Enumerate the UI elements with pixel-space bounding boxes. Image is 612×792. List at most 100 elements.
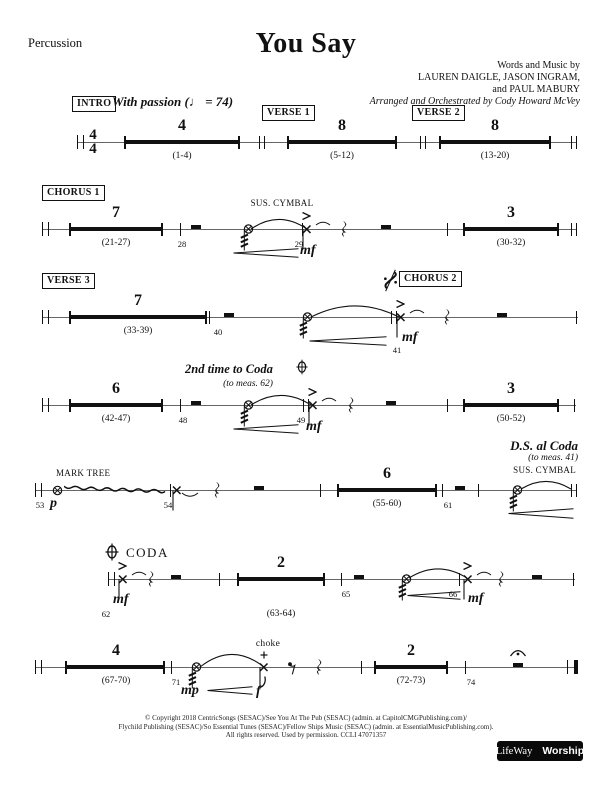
half-rest <box>532 574 542 579</box>
slur <box>250 394 312 406</box>
quarter-rest-icon <box>148 571 157 588</box>
crescendo-hairpin <box>508 508 574 519</box>
section-barline <box>391 310 397 324</box>
choke-label: choke <box>255 639 281 649</box>
copyright-line: Flychild Publishing (SESAC)/So Essential… <box>118 722 494 731</box>
barline <box>361 660 363 674</box>
gliss-wavy-line <box>64 485 166 495</box>
multirest-range: (63-64) <box>266 609 296 619</box>
quarter-rest-icon <box>341 221 350 238</box>
rehearsal-intro: INTRO <box>72 96 117 112</box>
half-rest <box>224 312 234 317</box>
multirest-range: (55-60) <box>372 499 402 509</box>
quarter-rest-icon <box>316 659 325 676</box>
half-rest <box>254 485 264 490</box>
section-barline <box>571 222 577 236</box>
slur <box>310 305 400 318</box>
barline <box>573 572 575 586</box>
dynamic-f: f <box>256 684 261 699</box>
crescendo-hairpin <box>233 424 299 434</box>
barline <box>171 660 173 674</box>
quarter-rest-icon <box>498 571 507 588</box>
accent-icon <box>118 562 127 570</box>
half-rest <box>497 312 507 317</box>
tie <box>131 571 147 576</box>
multirest-count: 3 <box>507 380 515 397</box>
dynamic-mf: mf <box>468 591 484 606</box>
measure-number: 62 <box>101 609 111 619</box>
measure-number: 40 <box>213 327 223 337</box>
barline <box>209 310 211 324</box>
credit-line: LAUREN DAIGLE, JASON INGRAM, <box>418 72 580 83</box>
crescendo-hairpin <box>309 336 387 346</box>
barline <box>180 222 182 236</box>
staff-line <box>35 490 577 491</box>
staff-line <box>42 229 576 230</box>
section-barline <box>571 483 577 497</box>
multimeasure-rest <box>287 135 397 148</box>
multirest-count: 7 <box>112 204 120 221</box>
double-barline <box>42 222 49 236</box>
double-barline <box>35 483 42 497</box>
multirest-count: 7 <box>134 292 142 309</box>
lifeway-worship-logo: LifeWay Worship <box>496 741 584 761</box>
accent-icon <box>396 300 405 308</box>
segno-icon <box>383 269 398 292</box>
tie <box>181 492 199 497</box>
double-barline <box>35 660 42 674</box>
dynamic-mf: mf <box>300 243 316 258</box>
dynamic-mf: mf <box>306 419 322 434</box>
multirest-range: (21-27) <box>101 238 131 248</box>
barline <box>219 572 221 586</box>
section-barline <box>259 135 265 149</box>
accent-icon <box>463 562 472 570</box>
credits-block: Words and Music by LAUREN DAIGLE, JASON … <box>370 60 580 108</box>
multirest-range: (13-20) <box>480 151 510 161</box>
measure-number: 54 <box>163 500 173 510</box>
half-rest <box>513 662 523 667</box>
credit-line: and PAUL MABURY <box>492 84 580 95</box>
tempo-marking: With passion (♩ = 74) <box>112 94 234 109</box>
credit-line: Words and Music by <box>497 60 580 71</box>
measure-number: 49 <box>296 415 306 425</box>
page-title: You Say <box>255 28 357 59</box>
staff-line <box>35 667 577 668</box>
multimeasure-rest <box>337 483 437 496</box>
rehearsal-verse2: VERSE 2 <box>412 105 465 121</box>
dynamic-mf: mf <box>402 330 418 345</box>
dynamic-p: p <box>50 496 57 511</box>
barline <box>180 398 182 412</box>
multirest-count: 8 <box>491 117 499 134</box>
half-rest <box>386 400 396 405</box>
double-barline <box>42 310 49 324</box>
measure-number: 61 <box>443 500 453 510</box>
double-barline <box>108 572 115 586</box>
barline <box>341 572 343 586</box>
measure-number: 66 <box>448 589 458 599</box>
barline <box>442 483 444 497</box>
multimeasure-rest <box>463 398 559 411</box>
slur <box>199 654 265 668</box>
half-rest <box>354 574 364 579</box>
measure-number: 41 <box>392 345 402 355</box>
measure-number: 53 <box>35 500 45 510</box>
half-rest <box>455 485 465 490</box>
barline <box>170 483 172 497</box>
ds-al-coda-sub: (to meas. 41) <box>528 453 578 463</box>
coda-heading: CODA <box>126 545 169 560</box>
accent-icon <box>308 388 317 396</box>
section-barline <box>303 398 309 412</box>
accent-icon <box>302 212 311 220</box>
multirest-count: 6 <box>383 465 391 482</box>
sus-cymbal-label: SUS. CYMBAL <box>250 198 314 208</box>
barline <box>320 483 322 497</box>
coda-instruction: 2nd time to Coda <box>185 362 273 376</box>
multirest-range: (42-47) <box>101 414 131 424</box>
quarter-rest-icon <box>348 397 357 414</box>
multimeasure-rest <box>237 572 325 585</box>
multimeasure-rest <box>463 222 559 235</box>
barline <box>447 398 449 412</box>
multirest-count: 8 <box>338 117 346 134</box>
multirest-range: (50-52) <box>496 414 526 424</box>
multirest-count: 3 <box>507 204 515 221</box>
